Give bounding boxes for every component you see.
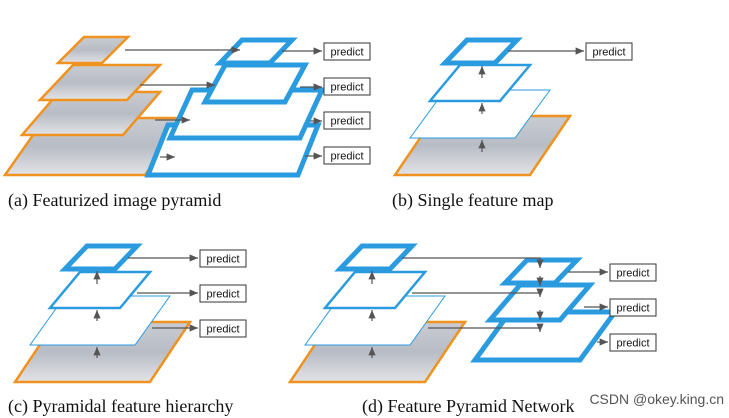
predict-label: predict bbox=[616, 268, 649, 280]
predict-label: predict bbox=[206, 254, 239, 266]
feature-map-1 bbox=[59, 243, 143, 272]
top-down-map-1 bbox=[499, 257, 583, 286]
predict-label: predict bbox=[206, 324, 239, 336]
predict-label: predict bbox=[206, 289, 239, 301]
feature-map-2 bbox=[427, 63, 533, 103]
predict-box: predict bbox=[609, 298, 657, 317]
feature-map-1 bbox=[439, 37, 523, 66]
predict-box: predict bbox=[199, 319, 247, 338]
predict-box: predict bbox=[323, 146, 371, 165]
caption-b: (b) Single feature map bbox=[392, 190, 553, 211]
image-level-3 bbox=[19, 90, 163, 137]
top-down-map-2 bbox=[484, 282, 596, 323]
predict-label: predict bbox=[616, 303, 649, 315]
panel-b: predict (b) Single feature map bbox=[392, 37, 633, 211]
bottom-up-map-1 bbox=[334, 243, 418, 272]
arrow bbox=[402, 257, 544, 268]
arrow bbox=[412, 288, 544, 297]
image-level-2 bbox=[37, 63, 163, 102]
panel-d: predict predict predict (d) Feature Pyra… bbox=[287, 243, 657, 417]
image-level-1 bbox=[54, 35, 132, 65]
caption-c: (c) Pyramidal feature hierarchy bbox=[8, 396, 233, 417]
caption-d: (d) Feature Pyramid Network bbox=[362, 396, 574, 417]
predict-box: predict bbox=[323, 111, 371, 130]
predict-label: predict bbox=[616, 338, 649, 350]
predict-box: predict bbox=[585, 42, 633, 61]
bottom-up-map-2 bbox=[322, 270, 428, 310]
predict-box: predict bbox=[199, 284, 247, 303]
feature-map-1 bbox=[214, 37, 298, 66]
predict-box: predict bbox=[609, 263, 657, 282]
predict-label: predict bbox=[330, 47, 363, 59]
panel-a: predict predict predict predict (a) Feat… bbox=[2, 35, 371, 211]
predict-box: predict bbox=[609, 333, 657, 352]
predict-label: predict bbox=[592, 47, 625, 59]
predict-label: predict bbox=[330, 151, 363, 163]
panel-c: predict predict predict (c) Pyramidal fe… bbox=[8, 243, 247, 417]
watermark: CSDN @okey.king.cn bbox=[589, 391, 724, 407]
predict-box: predict bbox=[323, 77, 371, 96]
feature-map-2 bbox=[200, 62, 310, 105]
predict-box: predict bbox=[199, 249, 247, 268]
arrow bbox=[428, 323, 544, 332]
predict-box: predict bbox=[323, 42, 371, 61]
predict-label: predict bbox=[330, 116, 363, 128]
feature-map-2 bbox=[47, 270, 153, 310]
predict-label: predict bbox=[330, 82, 363, 94]
caption-a: (a) Featurized image pyramid bbox=[8, 190, 221, 211]
